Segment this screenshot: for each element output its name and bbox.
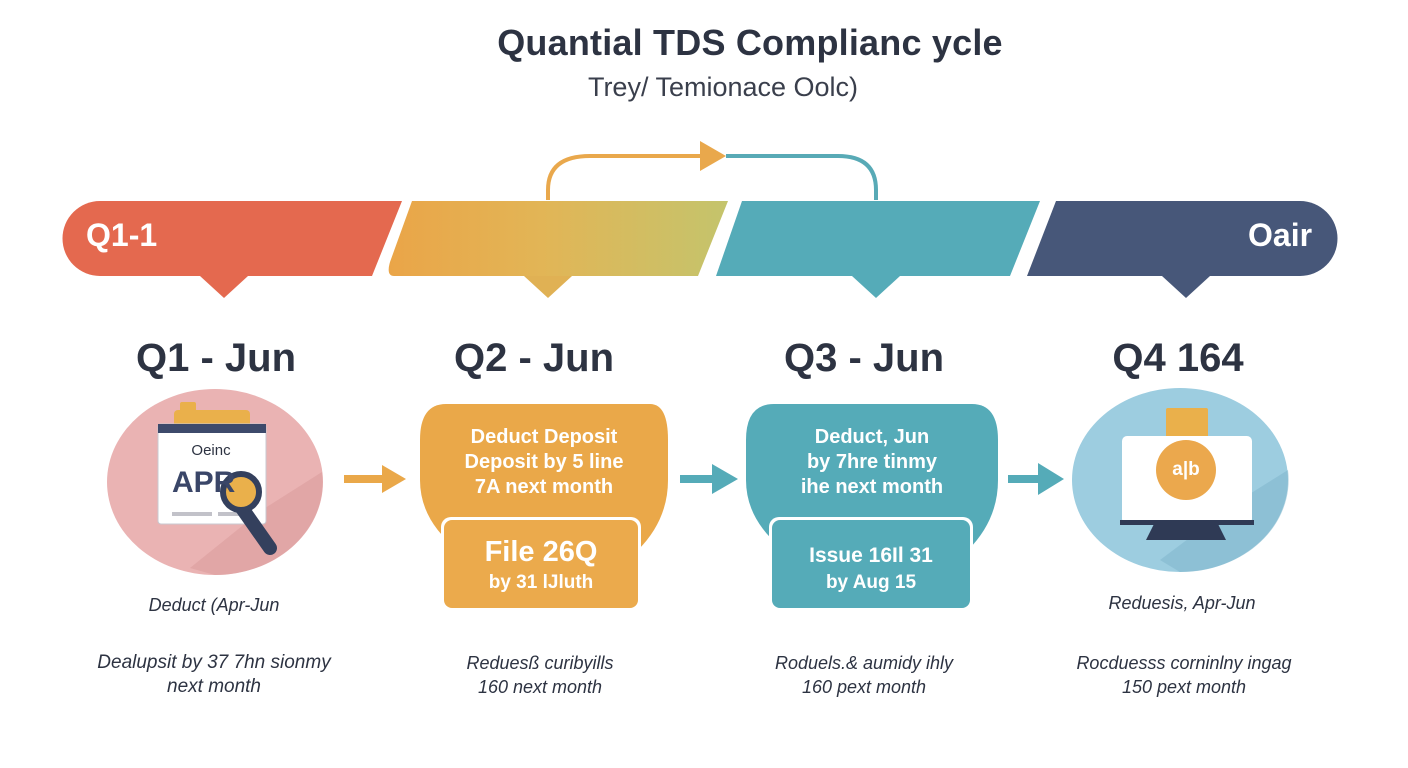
calendar-header-text: Oeinc xyxy=(191,442,231,459)
arrow-right-icon xyxy=(680,464,738,494)
q1-note-line1: Dealupsit by 37 7hn sionmy xyxy=(97,652,331,673)
arrow-right-icon xyxy=(344,465,406,493)
monitor-icon xyxy=(1072,388,1289,573)
top-cycle-arrow xyxy=(546,141,878,200)
q2-deposit-card xyxy=(420,404,668,611)
quarter-heading-q2: Q2 - Jun xyxy=(453,336,615,380)
quarter-heading-q4: Q4 164 xyxy=(1112,336,1244,380)
q2-card-line1: Deduct Deposit xyxy=(470,426,618,448)
q2-file-sub: by 31 lJluth xyxy=(488,572,594,593)
q3-note-line2: 160 pext month xyxy=(801,677,927,697)
arrow-right-icon xyxy=(1008,463,1064,495)
band-q3 xyxy=(716,201,1040,298)
q2-card-line3: 7A next month xyxy=(474,476,614,498)
q2-file-title: File 26Q xyxy=(484,536,598,568)
q3-card-line3: ihe next month xyxy=(800,476,944,498)
q4-note: Rocduesss corninlny ingag 150 pext month xyxy=(1024,651,1344,699)
q2-note-line1: Reduesß curibyills xyxy=(466,653,614,673)
q3-file-title: Issue 16Il 31 xyxy=(809,544,933,567)
q2-note: Reduesß curibyills 160 next month xyxy=(380,651,700,699)
q1-caption: Deduct (Apr-Jun xyxy=(148,595,280,615)
q3-card-line1: Deduct, Jun xyxy=(814,426,930,448)
q3-deposit-card xyxy=(746,404,998,611)
q4-note-line1: Rocduesss corninlny ingag xyxy=(1076,653,1292,673)
q1-note-line2: next month xyxy=(167,676,261,697)
q3-card-line2: by 7hre tinmy xyxy=(806,451,938,473)
q3-file-sub: by Aug 15 xyxy=(825,572,917,593)
band-q1 xyxy=(62,201,403,298)
q4-note-line2: 150 pext month xyxy=(1121,677,1247,697)
band-label-right: Oair xyxy=(1248,217,1313,253)
calendar-month-text: APR xyxy=(172,466,236,499)
band-q4 xyxy=(1027,201,1338,298)
q3-card-text: Deduct, Jun by 7hre tinmy ihe next month xyxy=(746,425,998,500)
band-q2 xyxy=(388,201,728,298)
magnifier-icon xyxy=(220,471,277,555)
q1-note: Dealupsit by 37 7hn sionmy next month xyxy=(54,651,374,699)
q2-card-line2: Deposit by 5 line xyxy=(464,451,624,473)
page-title: Quantial TDS Complianc ycle xyxy=(497,22,1003,63)
band-label-left: Q1-1 xyxy=(86,217,158,253)
monitor-badge-text: a|b xyxy=(1172,459,1200,480)
q3-note: Roduels.& aumidy ihly 160 pext month xyxy=(704,651,1024,699)
quarter-heading-q3: Q3 - Jun xyxy=(783,336,945,380)
quarter-heading-q1: Q1 - Jun xyxy=(135,336,297,380)
q3-note-line1: Roduels.& aumidy ihly xyxy=(774,653,954,673)
q2-card-text: Deduct Deposit Deposit by 5 line 7A next… xyxy=(420,425,668,500)
q2-note-line2: 160 next month xyxy=(477,677,603,697)
q4-caption: Reduesis, Apr-Jun xyxy=(1108,593,1256,613)
page-subtitle: Trey/ Temionace Oolc) xyxy=(587,72,859,102)
